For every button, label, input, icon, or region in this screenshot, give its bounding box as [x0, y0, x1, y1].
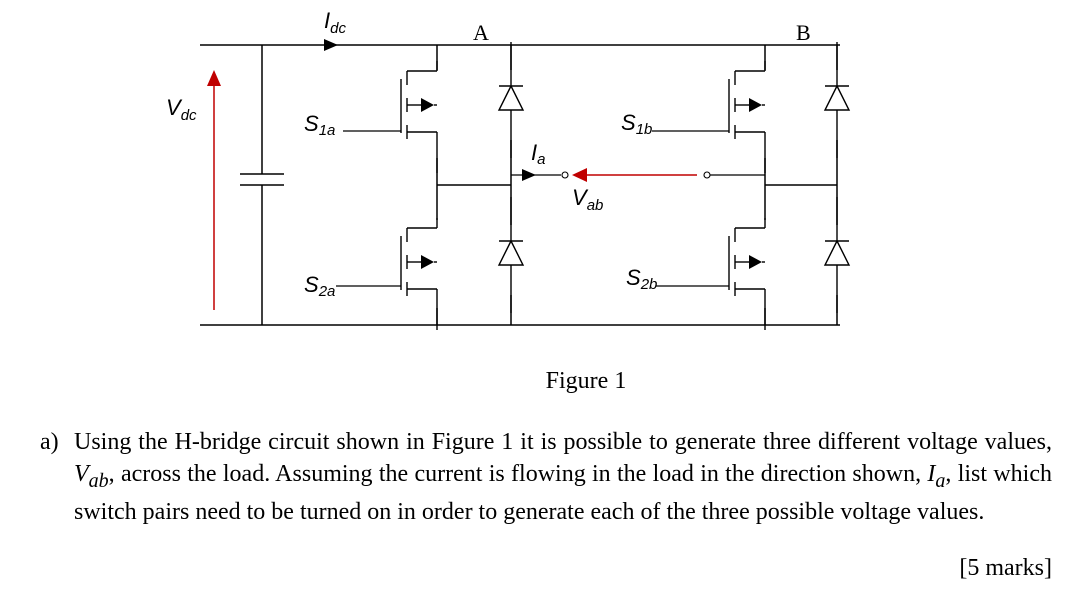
switch-s1b	[728, 60, 772, 174]
s2a-label: S2a	[304, 272, 335, 300]
node-a-label: A	[473, 20, 489, 45]
idc-label: Idc	[324, 8, 346, 37]
diode-leg-a-upper	[498, 41, 524, 159]
idc-arrow	[324, 39, 338, 51]
switch-s2b	[728, 217, 772, 331]
switch-s2a	[400, 217, 444, 331]
figure-caption: Figure 1	[545, 368, 627, 394]
ia-symbol: Ia	[927, 460, 946, 492]
dc-link-capacitor	[240, 45, 284, 325]
load-terminal-a	[511, 169, 569, 181]
vdc-label: Vdc	[166, 95, 197, 124]
s1b-label: S1b	[621, 110, 652, 138]
question-a: a) Using the H-bridge circuit shown in F…	[40, 427, 1052, 528]
question-text: Using the H-bridge circuit shown in Figu…	[74, 429, 1052, 525]
diode-leg-b-upper	[824, 41, 850, 159]
marks-label: [5 marks]	[959, 555, 1052, 581]
vab-arrow	[572, 168, 697, 182]
s1a-label: S1a	[304, 111, 335, 139]
ia-label: Ia	[531, 140, 545, 168]
node-b-label: B	[796, 20, 811, 45]
diode-leg-b-lower	[824, 196, 850, 314]
switch-s1a	[400, 60, 444, 174]
question-marker: a)	[40, 429, 59, 455]
vdc-arrow	[207, 70, 221, 310]
vab-symbol: Vab	[74, 460, 109, 492]
vab-label: Vab	[572, 185, 603, 214]
s2b-label: S2b	[626, 265, 657, 293]
diode-leg-a-lower	[498, 196, 524, 314]
load-terminal-b	[703, 171, 765, 179]
